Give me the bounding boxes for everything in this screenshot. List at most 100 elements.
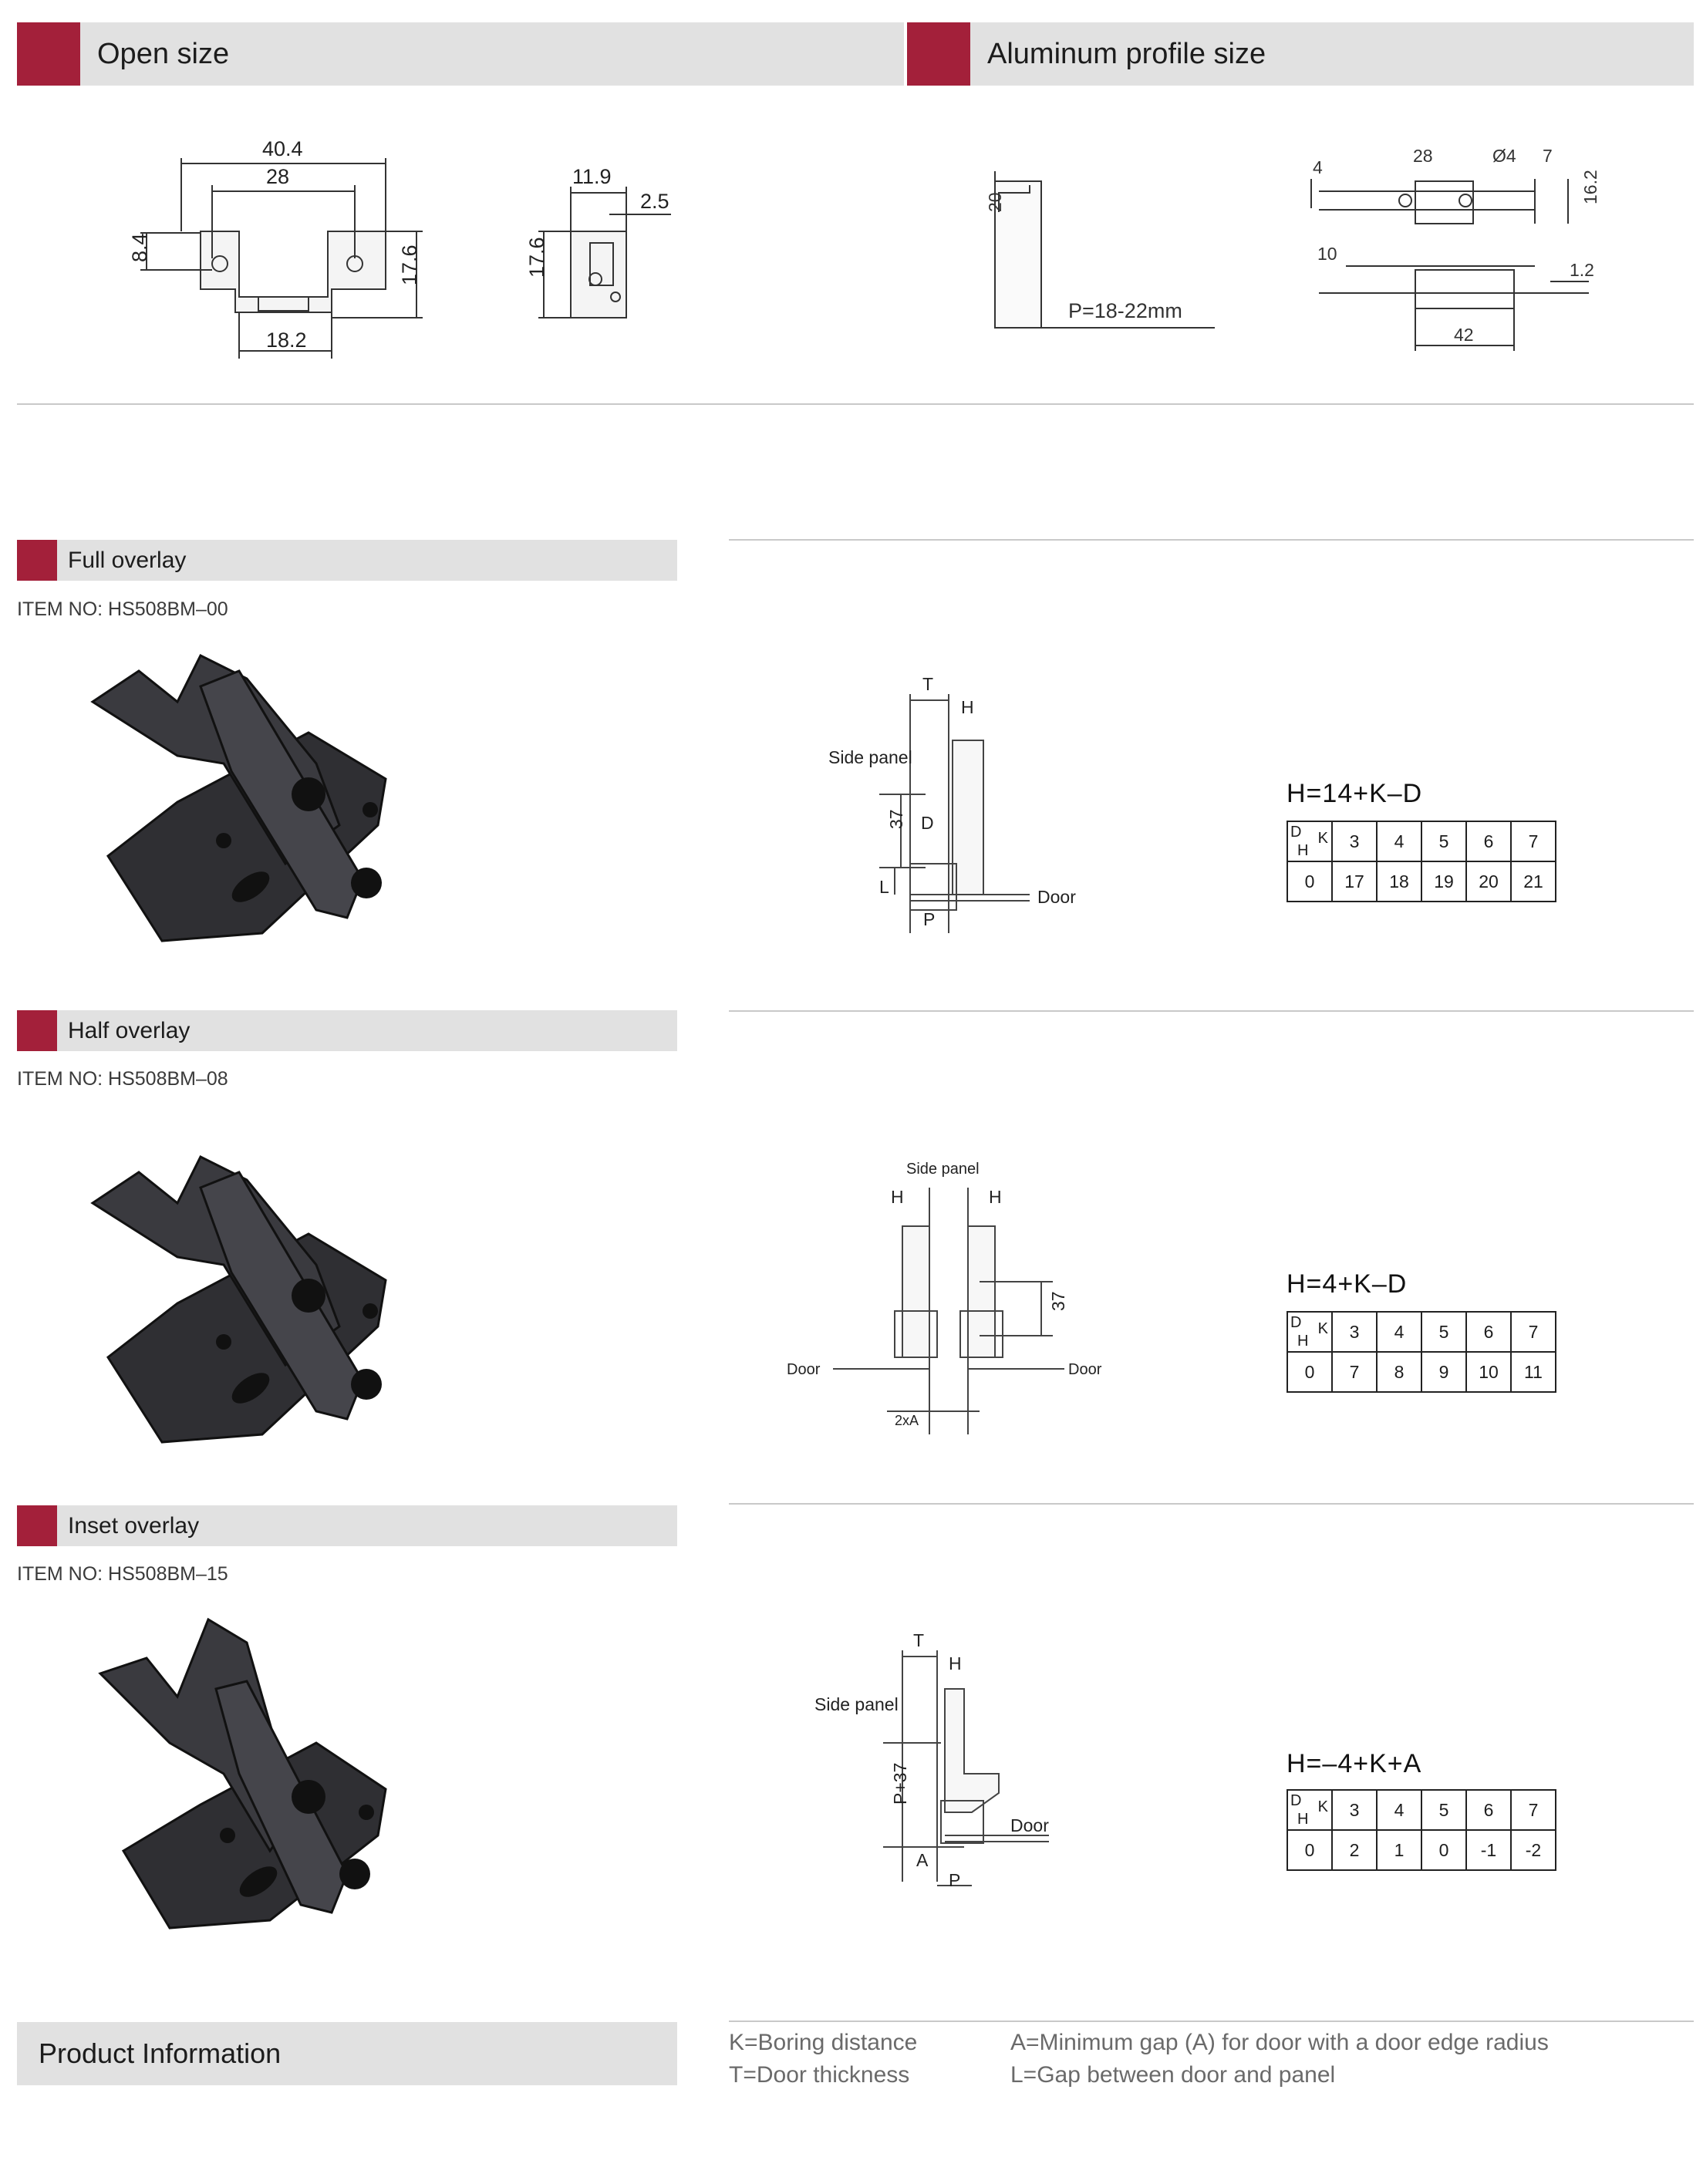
divider-top xyxy=(17,403,1694,405)
dim-side-17-6: 17.6 xyxy=(525,237,548,278)
h-cell: 7 xyxy=(1331,1351,1378,1393)
diagram-half-overlay: Side panel H H 37 Door Door 2xA xyxy=(787,1161,1102,1434)
profile-dim-10: 10 xyxy=(1317,244,1337,264)
d-cell: 0 xyxy=(1287,1351,1333,1393)
profile-drawing: 20 P=18-22mm 4 28 Ø4 7 16.2 10 1.2 42 xyxy=(985,146,1600,351)
legend-right: A=Minimum gap (A) for door with a door e… xyxy=(1010,2027,1549,2091)
product-info-header: Product Information xyxy=(17,2022,677,2085)
k-cell: 3 xyxy=(1331,1311,1378,1353)
profile-range: P=18-22mm xyxy=(1068,299,1182,322)
h-cell: 19 xyxy=(1421,861,1467,902)
half-door-right: Door xyxy=(1068,1361,1102,1378)
d-cell: 0 xyxy=(1287,1829,1333,1871)
h-cell: -2 xyxy=(1510,1829,1556,1871)
half-overlay-item-no: ITEM NO: HS508BM–08 xyxy=(17,1068,228,1090)
half-door-left: Door xyxy=(787,1361,821,1378)
legend-left: K=Boring distance T=Door thickness xyxy=(729,2027,917,2091)
full-h: H xyxy=(961,697,974,717)
inset-overlay-item-no: ITEM NO: HS508BM–15 xyxy=(17,1563,228,1585)
dim-40-4: 40.4 xyxy=(262,139,303,160)
h-cell: 9 xyxy=(1421,1351,1467,1393)
dim-8-4: 8.4 xyxy=(128,233,151,262)
half-overlay-title: Half overlay xyxy=(68,1017,191,1043)
h-cell: 0 xyxy=(1421,1829,1467,1871)
legend-k: K=Boring distance xyxy=(729,2030,918,2055)
k-cell: 6 xyxy=(1465,1789,1512,1831)
inset-overlay-title: Inset overlay xyxy=(68,1512,200,1539)
full-overlay-item-no: ITEM NO: HS508BM–00 xyxy=(17,598,228,620)
profile-hole-4: Ø4 xyxy=(1492,146,1516,166)
d-cell: 0 xyxy=(1287,861,1333,902)
diagram-inset-overlay: Side panel T H P+37 A P Door xyxy=(814,1630,1049,1890)
full-side-panel: Side panel xyxy=(828,747,912,767)
half-h-left: H xyxy=(891,1187,904,1207)
inset-side-panel: Side panel xyxy=(814,1694,899,1714)
inset-p37: P+37 xyxy=(890,1763,910,1805)
k-cell: 7 xyxy=(1510,821,1556,862)
diagram-full-overlay: Side panel T H 37 D L P Door xyxy=(828,674,1076,933)
profile-dim-16-2: 16.2 xyxy=(1580,170,1600,204)
h-cell: 1 xyxy=(1376,1829,1422,1871)
full-p: P xyxy=(923,909,935,929)
profile-dim-7: 7 xyxy=(1543,146,1553,166)
h-cell: 10 xyxy=(1465,1351,1512,1393)
half-overlay-header: Half overlay xyxy=(17,1010,677,1051)
half-h-right: H xyxy=(989,1187,1002,1207)
k-cell: 5 xyxy=(1421,821,1467,862)
h-cell: -1 xyxy=(1465,1829,1512,1871)
half-overlay-formula: H=4+K–D xyxy=(1287,1269,1408,1299)
profile-dim-4: 4 xyxy=(1313,157,1323,177)
full-overlay-formula: H=14+K–D xyxy=(1287,779,1423,808)
k-cell: 6 xyxy=(1465,1311,1512,1353)
profile-size-header: Aluminum profile size xyxy=(907,22,1694,86)
k-cell: 4 xyxy=(1376,1311,1422,1353)
profile-dim-20: 20 xyxy=(985,192,1005,212)
divider-legend xyxy=(729,2021,1694,2022)
dim-11-9: 11.9 xyxy=(572,165,612,188)
open-size-drawing: 40.4 28 8.4 17.6 18.2 11.9 2.5 17.6 xyxy=(128,139,671,359)
inset-door: Door xyxy=(1010,1815,1049,1835)
dim-28: 28 xyxy=(266,165,289,188)
dim-18-2: 18.2 xyxy=(266,329,307,352)
full-d: D xyxy=(921,813,934,833)
inset-a: A xyxy=(916,1850,929,1870)
full-overlay-header: Full overlay xyxy=(17,540,677,581)
divider-v3-top xyxy=(729,1503,1694,1505)
half-gap: 2xA xyxy=(895,1413,919,1428)
full-door: Door xyxy=(1037,887,1076,907)
inset-overlay-formula: H=–4+K+A xyxy=(1287,1749,1422,1778)
legend-a: A=Minimum gap (A) for door with a door e… xyxy=(1010,2030,1549,2055)
legend-l: L=Gap between door and panel xyxy=(1010,2062,1336,2088)
open-size-header: Open size xyxy=(17,22,904,86)
h-cell: 17 xyxy=(1331,861,1378,902)
inset-overlay-header: Inset overlay xyxy=(17,1505,677,1546)
divider-v1-top xyxy=(729,539,1694,541)
h-cell: 20 xyxy=(1465,861,1512,902)
product-info-title: Product Information xyxy=(39,2037,282,2069)
profile-size-title: Aluminum profile size xyxy=(987,37,1266,70)
h-cell: 11 xyxy=(1510,1351,1556,1393)
k-cell: 4 xyxy=(1376,821,1422,862)
hinge-photo-full xyxy=(90,653,387,942)
k-cell: 3 xyxy=(1331,1789,1378,1831)
full-overlay-title: Full overlay xyxy=(68,547,187,573)
profile-dim-28: 28 xyxy=(1413,146,1433,166)
inset-h: H xyxy=(949,1653,962,1673)
profile-dim-42: 42 xyxy=(1454,325,1474,345)
k-cell: 7 xyxy=(1510,1789,1556,1831)
dim-17-6: 17.6 xyxy=(398,244,421,285)
h-cell: 21 xyxy=(1510,861,1556,902)
legend-t: T=Door thickness xyxy=(729,2062,910,2088)
hinge-photo-half xyxy=(90,1154,387,1444)
profile-dim-1-2: 1.2 xyxy=(1570,260,1594,280)
full-l: L xyxy=(879,877,889,897)
half-side-panel: Side panel xyxy=(906,1161,980,1178)
h-cell: 18 xyxy=(1376,861,1422,902)
inset-p: P xyxy=(949,1870,960,1890)
full-t: T xyxy=(922,674,933,694)
